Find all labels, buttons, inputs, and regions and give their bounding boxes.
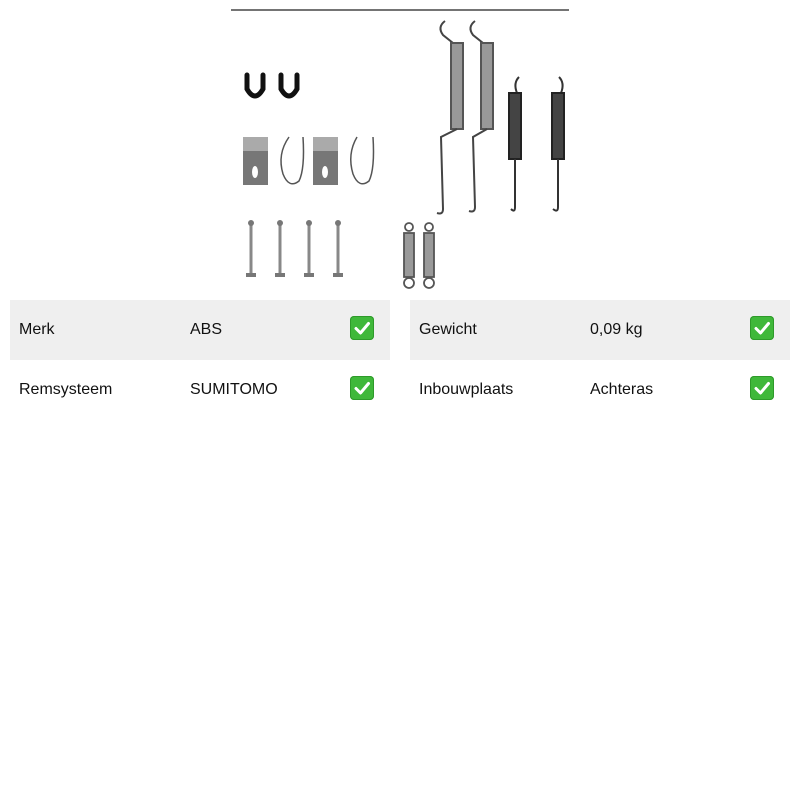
spec-row-remsysteem: Remsysteem SUMITOMO bbox=[10, 360, 390, 420]
long-spring-icon bbox=[436, 20, 494, 215]
spec-label: Remsysteem bbox=[19, 381, 113, 398]
small-spring-icon bbox=[403, 222, 435, 289]
check-icon bbox=[350, 376, 374, 400]
check-icon bbox=[750, 376, 774, 400]
spec-label: Gewicht bbox=[419, 321, 477, 338]
u-clip-icon bbox=[244, 72, 300, 99]
spec-row-merk: Merk ABS bbox=[10, 300, 390, 360]
spec-label: Inbouwplaats bbox=[419, 381, 514, 398]
brake-parts-illustration bbox=[231, 9, 569, 289]
spec-value: 0,09 kg bbox=[590, 321, 643, 338]
product-image bbox=[231, 9, 569, 293]
wire-clip-icon bbox=[280, 136, 375, 185]
check-icon bbox=[350, 316, 374, 340]
spec-value: Achteras bbox=[590, 381, 654, 398]
spec-row-gewicht: Gewicht 0,09 kg bbox=[410, 300, 790, 360]
spec-label: Merk bbox=[19, 321, 55, 338]
hold-down-pin-icon bbox=[249, 221, 340, 277]
retainer-plate-icon bbox=[243, 137, 338, 185]
spec-row-inbouwplaats: Inbouwplaats Achteras bbox=[410, 360, 790, 420]
short-spring-icon bbox=[508, 76, 565, 212]
check-icon bbox=[750, 316, 774, 340]
spec-value: SUMITOMO bbox=[190, 381, 278, 398]
spec-value: ABS bbox=[190, 321, 223, 338]
